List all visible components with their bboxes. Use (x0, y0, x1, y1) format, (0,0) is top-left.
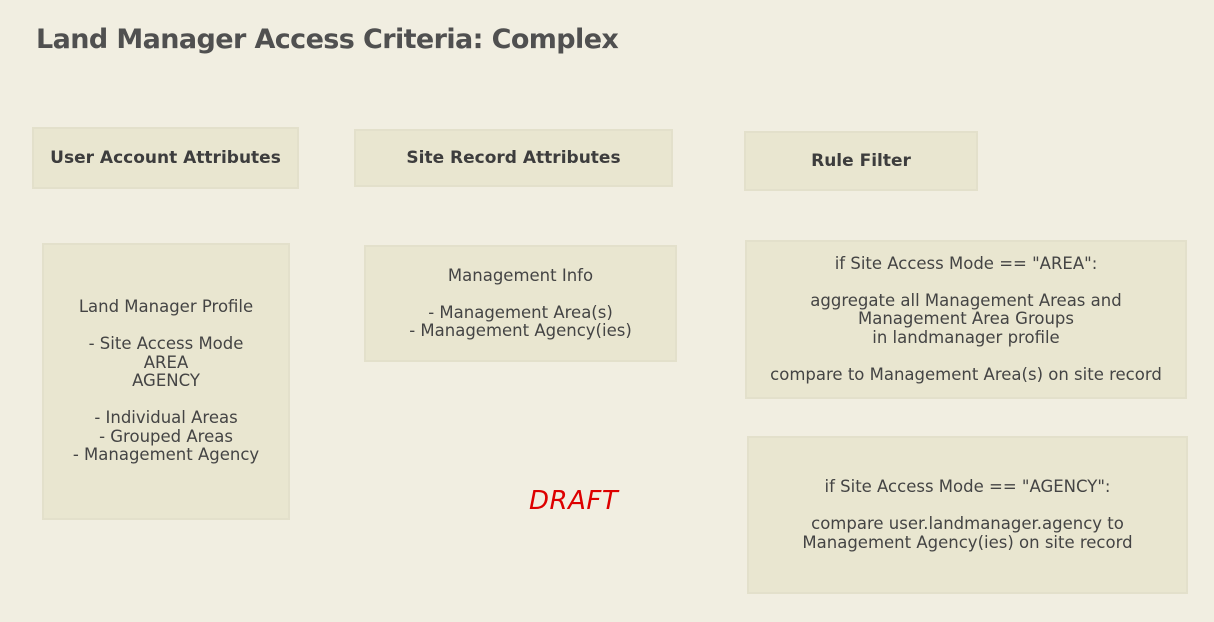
rule-area-condition: if Site Access Mode == "AREA": (834, 253, 1098, 273)
land-manager-profile-box: Land Manager Profile - Site Access Mode … (42, 243, 290, 520)
site-access-mode-item: - Site Access Mode (88, 334, 244, 354)
grouped-areas-item: - Grouped Areas (99, 426, 233, 446)
site-access-mode-area: AREA (143, 352, 189, 372)
rule-agency-condition: if Site Access Mode == "AGENCY": (824, 477, 1111, 496)
header-rule-filter-label: Rule Filter (811, 151, 911, 171)
management-agencies-item: - Management Agency(ies) (409, 321, 632, 340)
rule-area-box: if Site Access Mode == "AREA": aggregate… (745, 240, 1187, 399)
header-rule-filter: Rule Filter (744, 131, 978, 191)
management-agency-item: - Management Agency (72, 445, 260, 465)
rule-area-line-1: aggregate all Management Areas and (810, 290, 1122, 310)
header-site-record-attributes: Site Record Attributes (354, 129, 673, 187)
header-site-record-label: Site Record Attributes (406, 148, 621, 168)
draft-watermark: DRAFT (529, 486, 619, 516)
management-areas-item: - Management Area(s) (428, 302, 613, 322)
individual-areas-item: - Individual Areas (94, 408, 238, 428)
rule-area-line-3: in landmanager profile (872, 327, 1060, 347)
rule-agency-box: if Site Access Mode == "AGENCY": compare… (747, 436, 1188, 594)
header-user-account-label: User Account Attributes (50, 148, 281, 168)
rule-agency-line-1: compare user.landmanager.agency to (811, 514, 1124, 533)
rule-area-compare: compare to Management Area(s) on site re… (770, 364, 1162, 384)
management-info-heading: Management Info (447, 265, 594, 285)
rule-agency-line-2: Management Agency(ies) on site record (802, 532, 1133, 552)
land-manager-profile-heading: Land Manager Profile (78, 297, 254, 317)
header-user-account-attributes: User Account Attributes (32, 127, 299, 189)
rule-area-line-2: Management Area Groups (858, 309, 1074, 329)
management-info-box: Management Info - Management Area(s) - M… (364, 245, 677, 362)
site-access-mode-agency: AGENCY (132, 371, 200, 391)
page-title: Land Manager Access Criteria: Complex (36, 24, 619, 55)
